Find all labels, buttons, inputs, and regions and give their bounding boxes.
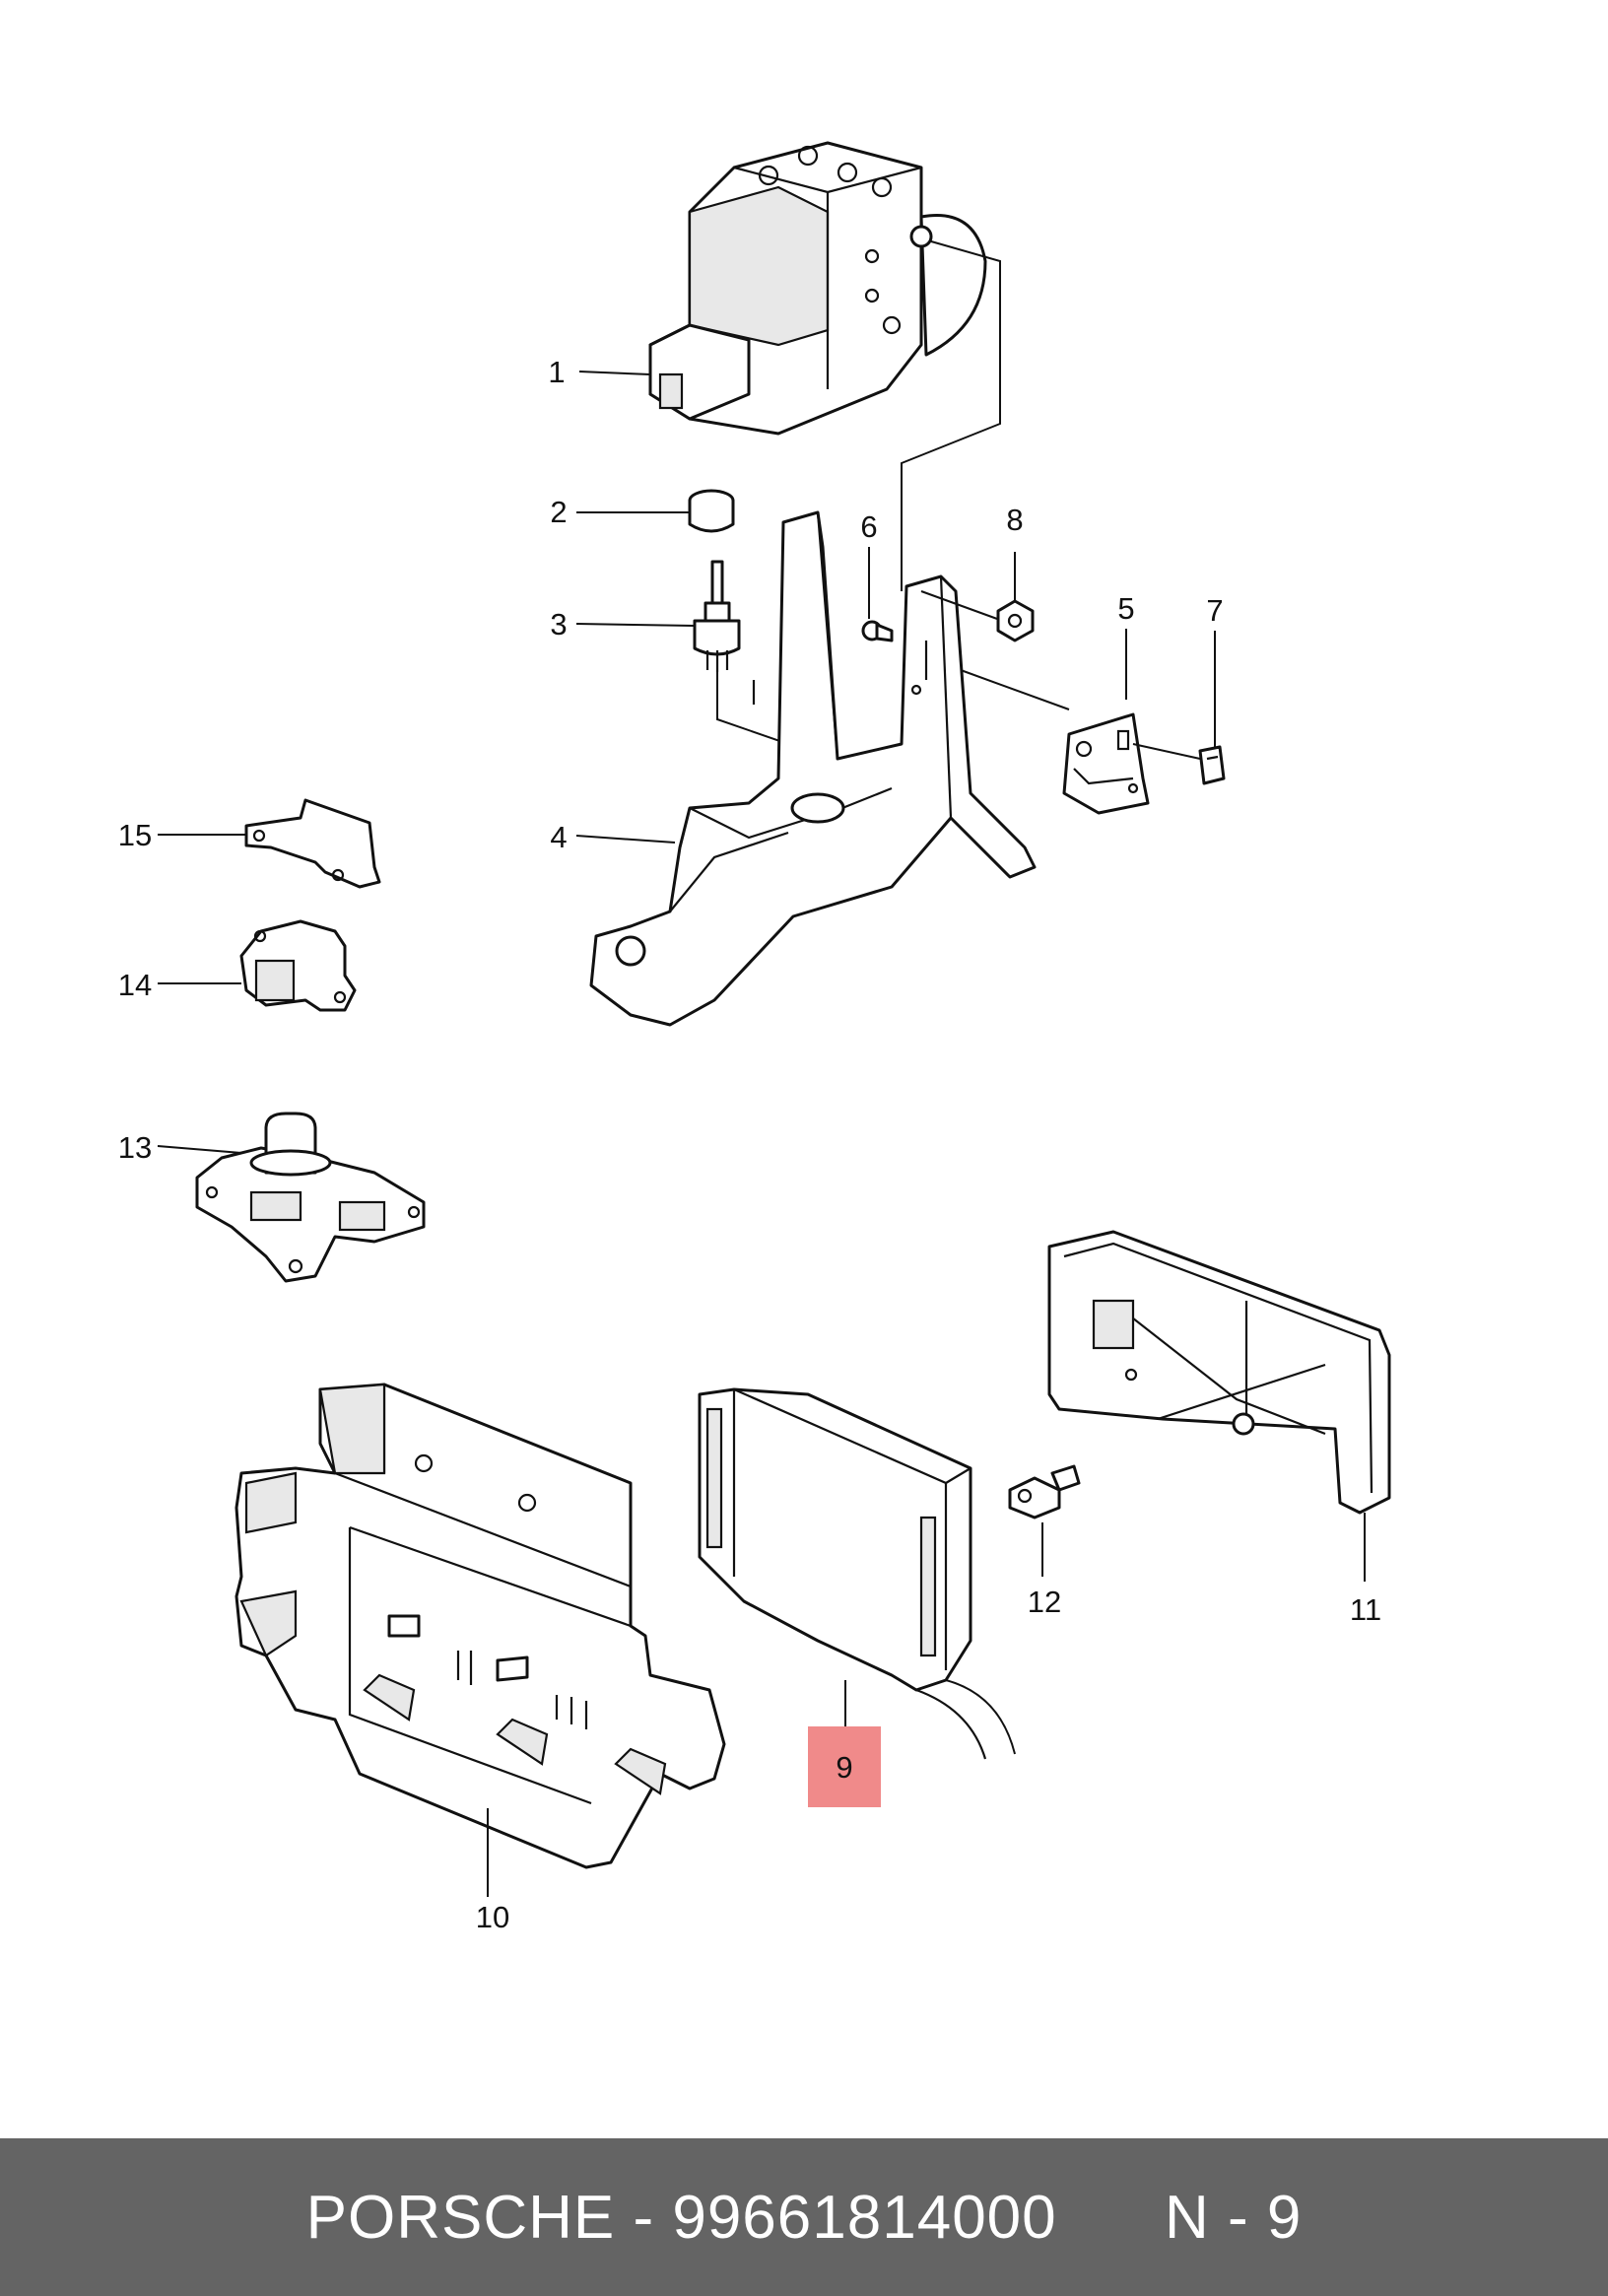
spacer-bolt: [1008, 1464, 1081, 1519]
abs-control-unit: [698, 1387, 1016, 1760]
callout-8: 8: [1006, 503, 1023, 537]
callout-13: 13: [118, 1130, 152, 1165]
footer-bar: PORSCHE - 99661814000 N - 9: [0, 2138, 1608, 2296]
callout-14: 14: [118, 968, 152, 1002]
footer-caption: PORSCHE - 99661814000 N - 9: [306, 2183, 1303, 2253]
brand-name: PORSCHE: [305, 2183, 616, 2252]
yaw-rate-sensor: [195, 1112, 426, 1283]
housing-cover: [1047, 1230, 1391, 1515]
callout-1: 1: [548, 355, 565, 389]
abs-hydraulic-unit: [648, 141, 1001, 591]
callout-3: 3: [550, 607, 567, 642]
small-bracket: [244, 798, 381, 889]
highlight-box: [808, 1726, 881, 1807]
screw: [861, 620, 894, 642]
callout-11: 11: [1350, 1592, 1381, 1627]
leader-lines: [157, 371, 1366, 1897]
callout-7: 7: [1206, 593, 1223, 628]
footer-separator: -: [615, 2183, 673, 2252]
parts-diagram: 1 2 3 4 5 6 7 8 9 10 11 12 13 14 15: [118, 141, 1391, 1934]
acceleration-sensor: [239, 919, 357, 1012]
callout-10: 10: [476, 1900, 509, 1934]
position-label: N - 9: [1165, 2183, 1303, 2252]
small-plate: [1062, 712, 1150, 815]
callout-labels: 1 2 3 4 5 6 7 8 9 10 11 12 13 14 15: [118, 355, 1381, 1934]
mounting-bracket: [589, 510, 1037, 1027]
callout-5: 5: [1117, 591, 1134, 626]
hex-nut: [996, 599, 1035, 642]
callout-6: 6: [860, 509, 877, 544]
mounting-carrier: [234, 1383, 726, 1869]
part-number: 99661814000: [672, 2183, 1057, 2252]
callout-12: 12: [1028, 1585, 1061, 1619]
rubber-buffer: [688, 489, 735, 533]
callout-9: 9: [836, 1750, 852, 1785]
callout-4: 4: [550, 820, 567, 854]
callout-15: 15: [118, 818, 152, 852]
callout-2: 2: [550, 495, 567, 529]
spring-clip: [1198, 745, 1226, 785]
